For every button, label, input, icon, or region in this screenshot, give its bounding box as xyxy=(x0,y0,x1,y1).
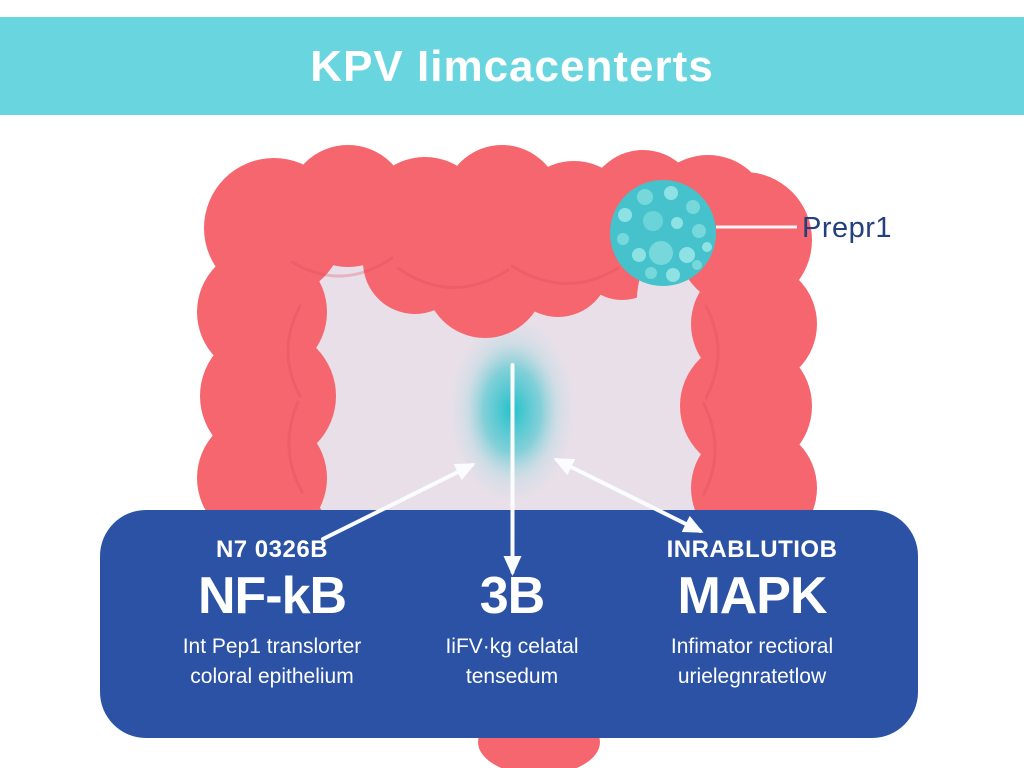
description-line: Infimator rectioral xyxy=(670,635,834,658)
column-tag: N7 0326B xyxy=(215,536,329,563)
inflammation-glow xyxy=(448,315,576,505)
panel-column-3b: 3B IiFV·kg celatal tensedum xyxy=(392,510,632,738)
description-line: coloral epithelium xyxy=(190,665,354,688)
column-description: Infimator rectioral urielegnratetlow xyxy=(632,632,872,692)
cell-cluster-icon xyxy=(610,180,716,286)
panel-column-nfkb: N7 0326B NF-kB Int Pep1 translorter colo… xyxy=(152,510,392,738)
column-title: MAPK xyxy=(677,567,827,625)
column-tag xyxy=(392,536,632,566)
column-tag: INRABLUTIOB xyxy=(666,536,838,563)
description-line: tensedum xyxy=(465,665,559,688)
page-title: KPV Iimcacenterts xyxy=(310,42,714,91)
description-line: Int Pep1 translorter xyxy=(182,635,362,658)
column-description: Int Pep1 translorter coloral epithelium xyxy=(152,632,392,692)
header-band: KPV Iimcacenterts xyxy=(0,17,1024,115)
description-line: urielegnratetlow xyxy=(677,665,827,688)
column-description: IiFV·kg celatal tensedum xyxy=(392,632,632,692)
column-title: NF-kB xyxy=(197,567,347,625)
panel-column-mapk: INRABLUTIOB MAPK Infimator rectioral uri… xyxy=(632,510,872,738)
column-title: 3B xyxy=(479,567,545,625)
description-line: IiFV·kg celatal xyxy=(445,635,579,658)
colon-crease-lines xyxy=(286,256,720,496)
info-panel: N7 0326B NF-kB Int Pep1 translorter colo… xyxy=(100,510,918,738)
callout-label: Prepr1 xyxy=(802,212,893,244)
